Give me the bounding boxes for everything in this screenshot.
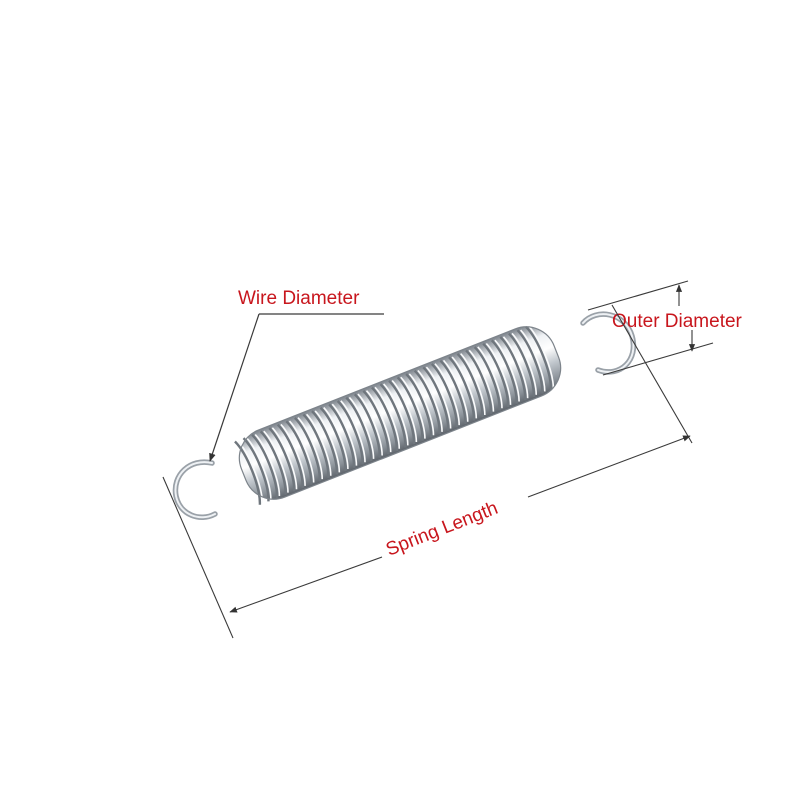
- coil-turn-highlight: [494, 339, 520, 402]
- coil-turn-highlight: [511, 332, 538, 395]
- coil-turn-highlight: [246, 437, 272, 500]
- spring-length-ext-right: [611, 304, 693, 444]
- coil-turn-shadow: [328, 403, 356, 468]
- coil-turn-shadow: [525, 325, 553, 391]
- coil-turn-highlight: [237, 440, 264, 503]
- coil-turn-shadow: [302, 413, 330, 478]
- coil-turn-highlight: [323, 407, 349, 470]
- coil-turn-highlight: [400, 376, 426, 439]
- coil-turn-highlight: [391, 380, 418, 443]
- spring-length-ext-left: [162, 476, 234, 639]
- coil-turn-shadow: [242, 437, 270, 502]
- coil-turn-shadow: [251, 433, 279, 499]
- coil-turn-shadow: [362, 390, 390, 455]
- coil-turn-shadow: [465, 349, 493, 414]
- coil-body: [234, 325, 562, 505]
- coil-turn-highlight: [502, 336, 529, 399]
- coil-turn-highlight: [254, 434, 281, 496]
- coil-turn-shadow: [311, 410, 339, 475]
- coil-turn-shadow: [482, 342, 510, 408]
- coil-turn-highlight: [468, 349, 495, 412]
- coil-turn-highlight: [271, 427, 298, 490]
- coil-turn-shadow: [353, 393, 381, 458]
- wire-diameter-arrow: [209, 313, 260, 462]
- coil-turn-highlight: [263, 430, 289, 493]
- coil-turn-highlight: [408, 373, 435, 436]
- coil-turn-highlight: [357, 393, 383, 456]
- spring: [172, 311, 637, 520]
- coil-turn-shadow: [456, 352, 484, 418]
- coil-turn-highlight: [348, 396, 375, 459]
- coil-turn-highlight: [442, 359, 469, 422]
- coil-turn-shadow: [285, 420, 313, 485]
- spring-length-label: Spring Length: [383, 498, 501, 561]
- coil-turn-shadow: [234, 440, 262, 505]
- coil-turn-shadow: [379, 383, 407, 448]
- coil-turn-highlight: [460, 353, 486, 416]
- coil-turn-highlight: [519, 329, 546, 392]
- coil-turn-highlight: [434, 363, 460, 426]
- coil-turn-shadow: [371, 386, 399, 451]
- coil-turn-highlight: [331, 403, 358, 466]
- coil-turn-shadow: [345, 396, 373, 461]
- coil-turn-highlight: [305, 413, 332, 476]
- coil-turn-highlight: [417, 369, 443, 432]
- coil-turn-shadow: [319, 406, 347, 472]
- coil-turn-shadow: [516, 329, 544, 394]
- coil-turn-shadow: [499, 336, 527, 401]
- coil-turn-shadow: [268, 427, 296, 492]
- coil-turn-highlight: [340, 400, 366, 463]
- coil-turn-highlight: [383, 383, 409, 446]
- coil-turns: [234, 325, 555, 505]
- coil-turn-shadow: [422, 366, 450, 431]
- coil-turn-shadow: [448, 356, 476, 421]
- coil-turn-shadow: [473, 346, 501, 411]
- coil-turn-highlight: [280, 423, 306, 486]
- coil-turn-shadow: [405, 373, 433, 438]
- coil-turn-shadow: [336, 400, 364, 465]
- spring-length-line-left: [229, 556, 383, 613]
- wire-diameter-label: Wire Diameter: [238, 288, 360, 309]
- outer-diameter-label: Outer Diameter: [612, 311, 743, 332]
- coil-turn-highlight: [288, 420, 315, 483]
- coil-turn-highlight: [374, 386, 401, 449]
- coil-turn-highlight: [528, 326, 555, 389]
- coil-turn-shadow: [396, 376, 424, 441]
- coil-turn-shadow: [388, 379, 416, 445]
- coil-turn-highlight: [425, 366, 452, 429]
- coil-turn-highlight: [477, 346, 503, 409]
- coil-turn-shadow: [430, 363, 458, 428]
- coil-turn-shadow: [507, 332, 535, 397]
- coil-turn-shadow: [259, 430, 287, 495]
- outer-diameter-callout: Outer Diameter: [587, 280, 743, 376]
- wire-diameter-callout: Wire Diameter: [209, 288, 384, 462]
- outer-diameter-ext-top: [587, 280, 689, 311]
- coil-turn-highlight: [451, 356, 478, 419]
- coil-turn-highlight: [297, 417, 324, 480]
- coil-turn-shadow: [439, 359, 467, 424]
- outer-diameter-ext-bottom: [602, 342, 714, 376]
- coil-turn-highlight: [314, 410, 341, 473]
- coil-turn-shadow: [276, 423, 304, 488]
- coil-turn-shadow: [413, 369, 441, 434]
- spring-length-line-right: [527, 435, 691, 498]
